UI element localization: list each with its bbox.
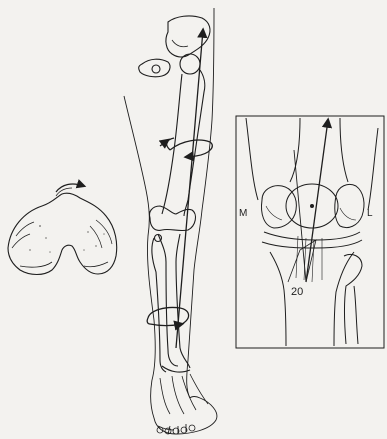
thigh-rotation-arrow	[160, 138, 212, 157]
femur	[149, 54, 204, 231]
condyle-cross-section	[8, 184, 117, 275]
knee-inset	[236, 116, 384, 348]
leg-axis-arrow	[176, 30, 203, 348]
angle-label: 20	[291, 287, 303, 298]
medial-label: M	[239, 209, 247, 219]
tibia-fibula	[152, 234, 208, 434]
lateral-label: L	[367, 209, 373, 219]
